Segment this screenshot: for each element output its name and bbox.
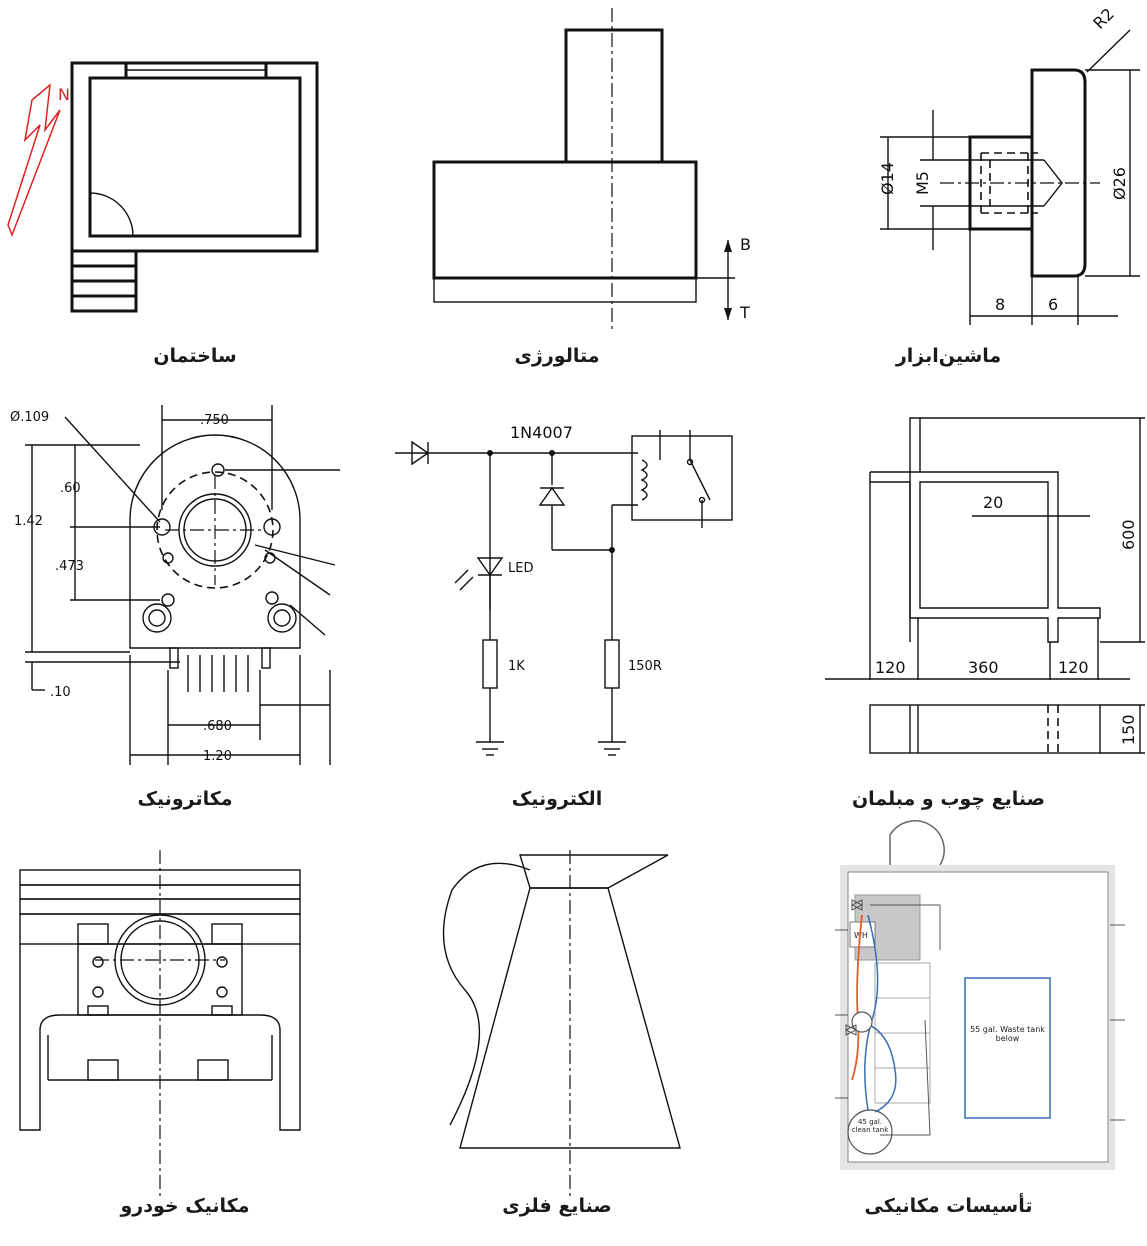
pitcher-drawing bbox=[442, 850, 681, 1200]
caption-building: ساختمان bbox=[153, 345, 237, 367]
door-swing bbox=[89, 192, 134, 237]
panel-mechanical-installations: WH 55 gal. Waste tank below 45 gal. clea… bbox=[800, 820, 1147, 1246]
caption-mechatronics: مکاترونیک bbox=[137, 788, 233, 810]
label-t: T bbox=[739, 303, 750, 322]
dim-750: .750 bbox=[200, 413, 229, 428]
plumbing-plan: WH 55 gal. Waste tank below 45 gal. clea… bbox=[835, 820, 1125, 1170]
label-b: B bbox=[740, 235, 751, 254]
north-label: N bbox=[58, 85, 70, 104]
caption-mechanical-installations: تأسیسات مکانیکی bbox=[864, 1195, 1033, 1217]
diode-icon bbox=[411, 440, 430, 466]
caption-electronics: الکترونیک bbox=[511, 788, 603, 810]
dim-dia14: Ø14 bbox=[878, 162, 897, 195]
caption-auto-mechanics: مکانیک خودرو bbox=[120, 1195, 250, 1217]
caption-woodwork: صنایع چوب و مبلمان bbox=[851, 788, 1046, 810]
label-r1: 1K bbox=[508, 659, 525, 674]
label-diode: 1N4007 bbox=[510, 423, 573, 442]
dim-dia26: Ø26 bbox=[1110, 167, 1129, 200]
panel-mechatronics: .750 Ø.109 1.42 .60 .473 .10 .680 1.20 م… bbox=[0, 400, 370, 820]
dim-120a: 120 bbox=[875, 658, 906, 677]
dim-10: .10 bbox=[50, 685, 71, 700]
label-clean-tank: 45 gal. clean tank bbox=[851, 1118, 889, 1134]
piston-drawing bbox=[19, 850, 301, 1200]
label-waste-tank: 55 gal. Waste tank below bbox=[970, 1025, 1045, 1043]
label-led: LED bbox=[508, 561, 533, 576]
relay-box bbox=[631, 435, 733, 521]
dim-len8: 8 bbox=[995, 295, 1005, 314]
label-r2: 150R bbox=[628, 659, 662, 674]
dim-150: 150 bbox=[1119, 714, 1138, 745]
led-icon bbox=[476, 557, 504, 577]
dim-120: 1.20 bbox=[203, 749, 232, 764]
label-wh: WH bbox=[854, 931, 868, 940]
caption-metal-industry: صنایع فلزی bbox=[502, 1195, 612, 1217]
north-arrow-icon bbox=[7, 83, 61, 238]
building-floorplan-drawing: N bbox=[7, 61, 319, 313]
dim-600: 600 bbox=[1119, 519, 1138, 550]
dim-radius: R2 bbox=[1089, 4, 1117, 32]
dim-len6: 6 bbox=[1048, 295, 1058, 314]
panel-metallurgy: B T متالورژی bbox=[390, 0, 780, 390]
machine-tool-drawing: Ø14 M5 Ø26 R2 8 6 bbox=[878, 4, 1140, 325]
panel-woodwork: 120 360 120 20 600 150 صنایع چوب و مبلما… bbox=[800, 400, 1147, 820]
caption-metallurgy: متالورژی bbox=[514, 345, 600, 367]
dim-142: 1.42 bbox=[14, 514, 43, 529]
dim-60: .60 bbox=[60, 481, 81, 496]
mechatronics-drawing: .750 Ø.109 1.42 .60 .473 .10 .680 1.20 bbox=[10, 405, 340, 765]
caption-machine-tool: ماشین‌ابزار bbox=[895, 345, 1002, 367]
panel-electronics: 1N4007 LED 1K 150R bbox=[390, 400, 780, 820]
panel-building: N ساختمان bbox=[0, 0, 370, 390]
panel-auto-mechanics: مکانیک خودرو bbox=[0, 830, 370, 1246]
panel-machine-tool: Ø14 M5 Ø26 R2 8 6 ماشین‌ابزار bbox=[800, 0, 1147, 390]
resistor-150r bbox=[604, 639, 620, 689]
dim-20: 20 bbox=[983, 493, 1003, 512]
dim-120b: 120 bbox=[1058, 658, 1089, 677]
woodwork-drawing: 120 360 120 20 600 150 bbox=[825, 417, 1145, 754]
dim-473: .473 bbox=[55, 559, 84, 574]
electronics-schematic: 1N4007 LED 1K 150R bbox=[395, 423, 733, 756]
metallurgy-drawing: B T bbox=[432, 8, 751, 330]
dim-thread: M5 bbox=[913, 171, 932, 195]
panel-metal-industry: صنایع فلزی bbox=[390, 830, 780, 1246]
dim-hole-dia: Ø.109 bbox=[10, 410, 49, 425]
waste-tank bbox=[964, 977, 1051, 1119]
dim-360: 360 bbox=[968, 658, 999, 677]
dim-680: .680 bbox=[203, 719, 232, 734]
clean-tank bbox=[847, 1109, 893, 1155]
resistor-1k bbox=[482, 639, 498, 689]
